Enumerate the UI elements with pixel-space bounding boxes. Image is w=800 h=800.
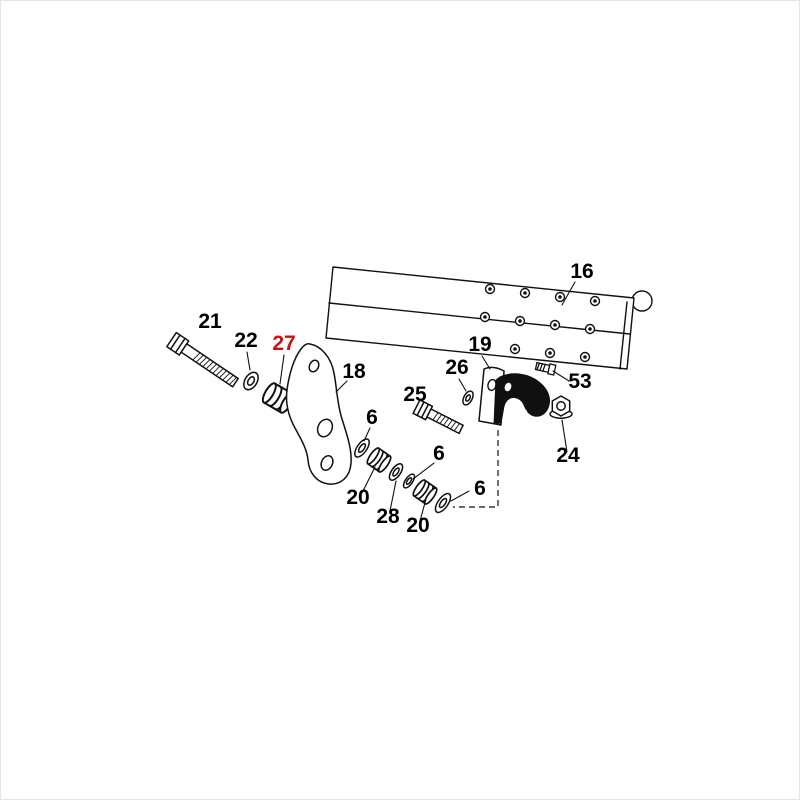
mounting-plate-16 xyxy=(325,266,653,370)
assembly-axis-dashed xyxy=(453,430,499,508)
leader-24 xyxy=(561,419,568,453)
label-part-21: 21 xyxy=(198,310,222,333)
washer-22 xyxy=(243,371,259,391)
leader-20b xyxy=(419,498,427,522)
label-part-16: 16 xyxy=(570,260,593,283)
label-part-18: 18 xyxy=(342,360,366,383)
leader-22 xyxy=(246,351,251,371)
label-part-53: 53 xyxy=(568,370,591,393)
screw-53 xyxy=(534,361,557,376)
label-part-28: 28 xyxy=(376,505,400,528)
bracket-hook-hole xyxy=(504,382,512,392)
leader-53 xyxy=(552,370,570,382)
link-plate-18 xyxy=(285,343,352,485)
bushing-20-b xyxy=(412,479,438,505)
leader-6b xyxy=(412,462,435,480)
plate-fold-line xyxy=(328,302,631,335)
label-part-6-b: 6 xyxy=(433,442,445,465)
bolt-threads xyxy=(192,352,237,386)
leader-26 xyxy=(458,378,467,392)
label-part-27-highlighted: 27 xyxy=(272,332,295,355)
label-part-25: 25 xyxy=(403,383,427,406)
bracket-19 xyxy=(478,366,551,426)
leader-28 xyxy=(389,480,397,512)
leader-lines xyxy=(246,281,576,522)
washer-6-c xyxy=(434,492,452,514)
bracket-hook-slot xyxy=(512,405,528,412)
washer-26 xyxy=(462,390,474,406)
leader-16 xyxy=(561,281,576,306)
label-part-6-c: 6 xyxy=(474,477,486,500)
bushing-20-a xyxy=(366,447,392,473)
hex-bolt-25 xyxy=(412,399,464,435)
bracket-hook xyxy=(493,373,551,425)
washer-28 xyxy=(388,463,404,481)
label-part-26: 26 xyxy=(445,356,468,379)
plate-hole-middle xyxy=(316,418,334,438)
label-part-19: 19 xyxy=(468,333,491,356)
leader-20a xyxy=(361,466,376,494)
washer-6-b xyxy=(402,473,416,489)
leader-27 xyxy=(279,354,285,385)
bolt-threads xyxy=(432,412,461,432)
leader-19 xyxy=(481,355,491,370)
plate-screw-holes xyxy=(479,283,601,363)
label-part-22: 22 xyxy=(234,329,257,352)
washer-6-a xyxy=(354,438,370,458)
plate-end-edge xyxy=(619,301,628,370)
leader-18 xyxy=(335,380,348,393)
leader-6a xyxy=(363,427,371,442)
plate-hole-bottom xyxy=(320,455,334,471)
label-part-20-a: 20 xyxy=(346,486,369,509)
plate-end-boss xyxy=(631,290,653,312)
plate-hole-top xyxy=(308,359,320,373)
hex-bolt-21 xyxy=(166,331,239,388)
label-part-24: 24 xyxy=(556,444,580,467)
link-plate-outline xyxy=(285,343,352,485)
leader-6c xyxy=(450,490,470,502)
label-part-6-a: 6 xyxy=(366,406,378,429)
label-part-20-b: 20 xyxy=(406,514,429,537)
flange-nut-24 xyxy=(549,395,573,419)
